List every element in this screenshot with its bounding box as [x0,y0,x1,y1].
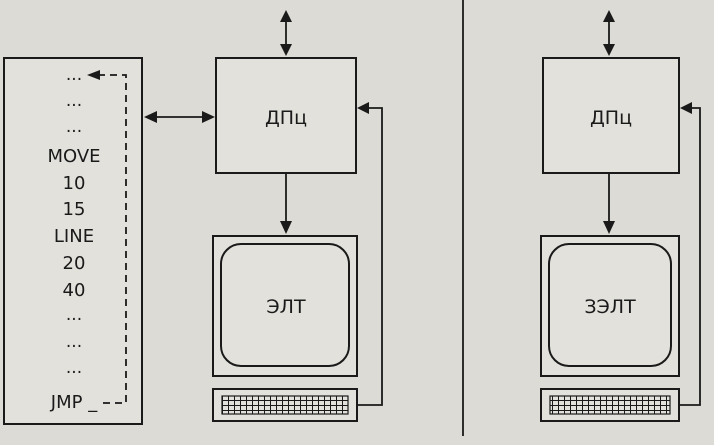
listing-line-12: ... [66,358,82,378]
keyboard [212,388,358,422]
listing-line-6: 15 [63,199,86,220]
listing-line-8: 20 [63,253,86,274]
listing-line-13: JMP _ [50,392,98,413]
crt-monitor: ЭЛТ [212,235,358,377]
memory-processor-link [144,111,215,123]
listing-line-3: ... [66,117,82,137]
crt-label: ЭЛТ [266,296,306,318]
listing-line-1: ... [66,65,82,85]
right-keyboard-feedback-arrow [679,102,701,406]
program-listing: ... ... ... MOVE 10 15 LINE 20 40 ... ..… [47,65,100,413]
listing-line-7: LINE [54,226,94,247]
listing-line-4: MOVE [47,146,100,167]
jump-loop-arrow [87,70,127,404]
host-link-arrow [280,10,292,56]
display-processor-label: ДПц [265,107,307,129]
storage-crt-monitor: ЗЭЛТ [540,235,680,377]
processor-to-display-arrow [280,173,292,234]
listing-line-2: ... [66,91,82,111]
right-display-processor-box [542,57,680,174]
keyboard-feedback-arrow [357,102,383,406]
right-processor-to-display-arrow [603,173,615,234]
right-display-processor-label: ДПц [590,107,632,129]
right-keyboard [540,388,680,422]
storage-crt-label: ЗЭЛТ [584,296,636,318]
display-file-memory [3,57,143,425]
display-processor-box [215,57,357,174]
listing-line-11: ... [66,332,82,352]
listing-line-10: ... [66,305,82,325]
listing-line-5: 10 [63,173,86,194]
listing-line-9: 40 [63,280,86,301]
right-host-link-arrow [603,10,615,56]
